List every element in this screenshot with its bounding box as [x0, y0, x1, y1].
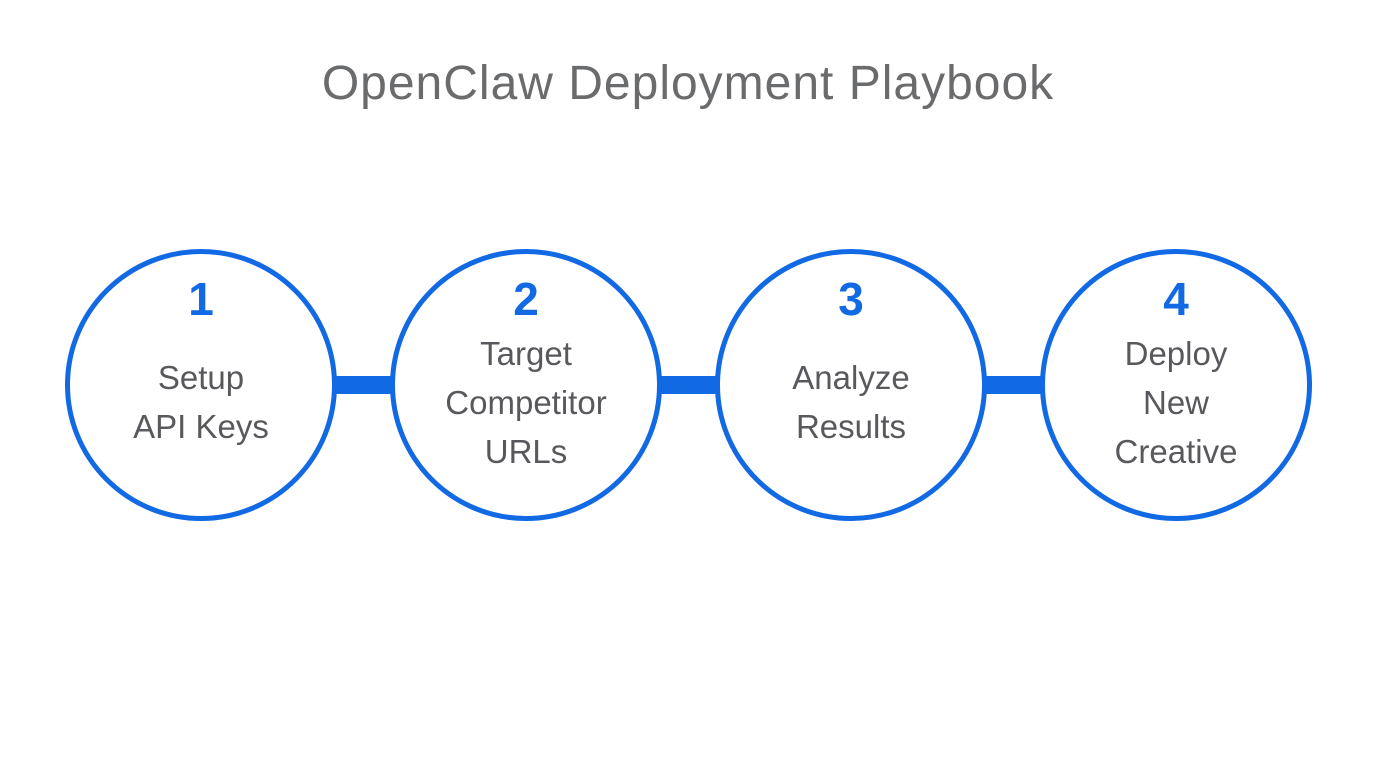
step-connector-1-2	[325, 376, 402, 394]
step-label: Setup API Keys	[133, 359, 269, 446]
step-circle-1: 1 Setup API Keys	[65, 249, 337, 521]
step-number: 1	[188, 273, 214, 325]
step-number: 3	[838, 273, 864, 325]
step-connector-2-3	[650, 376, 727, 394]
step-circle-4: 4 Deploy New Creative	[1040, 249, 1312, 521]
page-title: OpenClaw Deployment Playbook	[321, 57, 1055, 110]
step-label: Analyze Results	[792, 359, 910, 446]
step-label: Target Competitor URLs	[445, 335, 607, 470]
step-circle-2: 2 Target Competitor URLs	[390, 249, 662, 521]
step-label: Deploy New Creative	[1114, 335, 1238, 470]
step-connector-3-4	[975, 376, 1052, 394]
step-number: 2	[513, 273, 539, 325]
step-number: 4	[1163, 273, 1189, 325]
step-circle-3: 3 Analyze Results	[715, 249, 987, 521]
